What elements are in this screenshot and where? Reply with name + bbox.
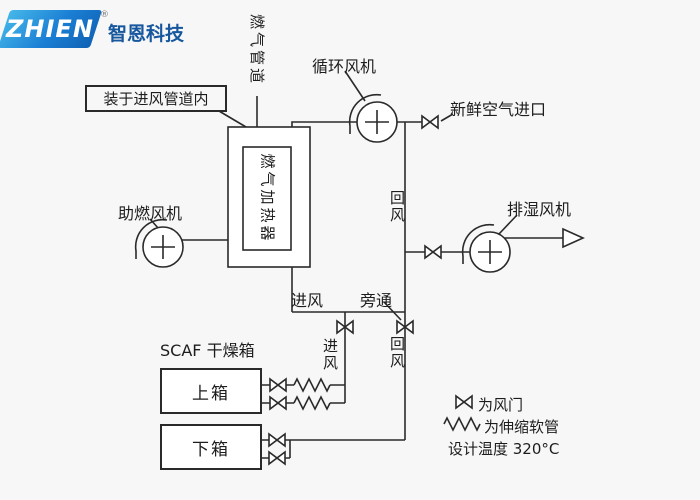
fresh-air-inlet-label: 新鲜空气进口 bbox=[450, 100, 547, 119]
legend-design-temp-label: 设计温度 320°C bbox=[448, 440, 560, 458]
flow-arrow bbox=[562, 227, 585, 249]
damper-valve-fresh-air bbox=[421, 114, 439, 130]
combustion-fan-symbol bbox=[134, 218, 184, 268]
bypass-label: 旁通 bbox=[360, 291, 393, 310]
hose-zigzag-upper-b bbox=[293, 395, 331, 411]
exhaust-fan-label: 排湿风机 bbox=[507, 200, 572, 219]
dryer-title: SCAF 干燥箱 bbox=[160, 341, 255, 360]
logo-shape: ZHIEN bbox=[0, 10, 103, 48]
circulation-fan-symbol bbox=[348, 93, 398, 143]
logo-brand-text: ZHIEN bbox=[6, 15, 94, 43]
logo-registered-mark: ® bbox=[100, 10, 109, 20]
circulation-fan-label: 循环风机 bbox=[312, 57, 377, 76]
return-air-upper-label: 回风 bbox=[388, 190, 406, 224]
damper-valve-upper-a bbox=[269, 377, 287, 393]
damper-valve-bypass bbox=[396, 319, 414, 335]
air-inlet-duct-label: 进风 bbox=[321, 338, 339, 372]
damper-valve-upper-b bbox=[269, 395, 287, 411]
legend-damper-label: 为风门 bbox=[478, 396, 524, 414]
note-box: 装于进风管道内 bbox=[85, 85, 227, 112]
gas-pipe-label: 燃气管道 bbox=[248, 13, 266, 86]
heater-label: 燃气加热器 bbox=[258, 153, 277, 244]
air-inlet-label: 进风 bbox=[291, 291, 324, 310]
exhaust-fan-symbol bbox=[461, 223, 511, 273]
return-air-lower-label: 回风 bbox=[388, 336, 406, 370]
hose-zigzag-upper-a bbox=[293, 377, 331, 393]
damper-valve-supply bbox=[336, 319, 354, 335]
legend-hose-symbol bbox=[443, 416, 481, 432]
pointer-lines bbox=[149, 70, 518, 321]
legend-hose-label: 为伸缩软管 bbox=[484, 418, 560, 436]
logo-company-text: 智恩科技 bbox=[108, 23, 185, 45]
legend-damper-symbol bbox=[455, 394, 473, 410]
lower-box: 下箱 bbox=[160, 424, 262, 470]
damper-valve-lower-b bbox=[268, 450, 286, 466]
combustion-fan-label: 助燃风机 bbox=[118, 204, 183, 223]
damper-valve-lower-a bbox=[268, 432, 286, 448]
heater-inner-box bbox=[242, 146, 292, 251]
damper-valve-exhaust bbox=[424, 244, 442, 260]
upper-box: 上箱 bbox=[160, 368, 262, 414]
